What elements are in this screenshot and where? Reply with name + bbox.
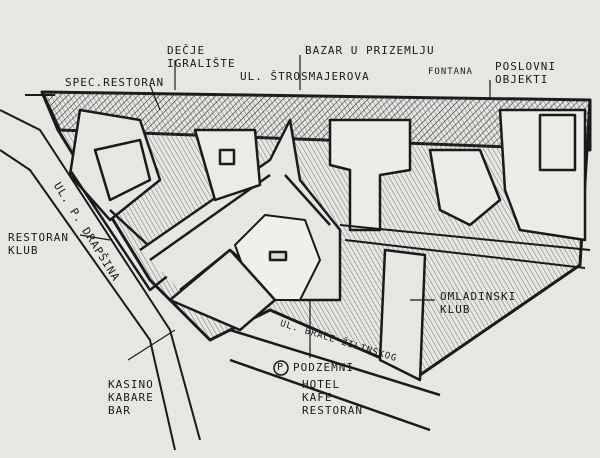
label-bazar: BAZAR U PRIZEMLJU xyxy=(305,44,435,57)
plaza-fountain xyxy=(268,250,288,262)
restoran-klub-building xyxy=(68,169,177,292)
label-strosmajerova: UL. ŠTROSMAJEROVA xyxy=(240,70,370,83)
street-drapsina xyxy=(0,94,201,441)
label-hotel: HOTEL KAFE RESTORAN xyxy=(302,378,363,417)
poslovni-block xyxy=(498,108,587,242)
label-spec-restoran: SPEC.RESTORAN xyxy=(65,76,165,89)
omladinski-building xyxy=(378,248,427,382)
label-fontana: FONTANA xyxy=(428,67,473,77)
label-parking: P xyxy=(277,362,285,373)
label-decje-igraliste: DEČJE IGRALIŠTE xyxy=(167,44,236,70)
spec-restoran-building xyxy=(68,108,162,222)
label-omladinski: OMLADINSKI KLUB xyxy=(440,290,517,316)
street-zilinskog xyxy=(229,328,441,432)
label-podzemni: PODZEMNI xyxy=(293,361,354,374)
kasino-building xyxy=(168,248,277,332)
label-kasino: KASINO KABARE BAR xyxy=(108,378,154,417)
parking-icon xyxy=(273,360,289,376)
label-poslovni: POSLOVNI OBJEKTI xyxy=(495,60,556,86)
label-restoran-klub: RESTORAN KLUB xyxy=(8,231,69,257)
east-road xyxy=(339,224,591,269)
fontana-block xyxy=(428,148,502,227)
